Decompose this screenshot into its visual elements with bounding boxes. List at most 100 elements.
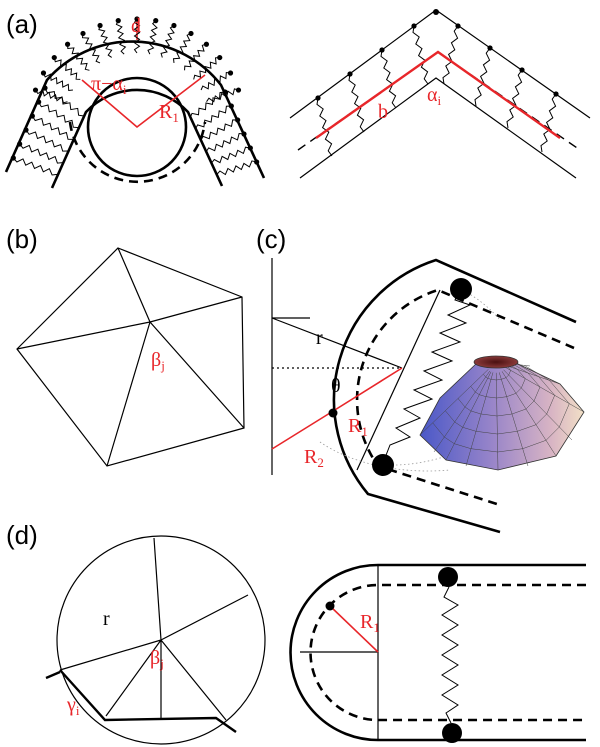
right-leg-spring-5 (216, 160, 257, 176)
right-leg-spring-1 (194, 105, 232, 130)
arc-spring-1-bead (40, 70, 47, 76)
panel-d-spokes (59, 537, 249, 721)
cone-meridian-5 (498, 372, 529, 467)
chain-spring-3-bead (411, 23, 417, 29)
right-leg-spring-2 (200, 119, 238, 141)
chain-spring-0-bead (315, 95, 321, 101)
arc-spring-10 (172, 33, 192, 63)
panel-d-spring (441, 586, 459, 724)
chain-apex-bead (433, 9, 439, 15)
left-leg-spring-4-bead (17, 141, 23, 147)
arc-spring-7 (133, 18, 141, 54)
arc-spring-0-bead (32, 87, 39, 93)
chain-spring-5 (474, 47, 491, 107)
chain-spring-5-bead (487, 45, 493, 51)
arc-spring-7-bead (134, 16, 140, 22)
arc-spring-4-bead (80, 30, 86, 37)
chain-spring-6 (506, 69, 523, 129)
arc-spring-6-bead (115, 18, 121, 24)
chain-spring-4 (442, 25, 459, 85)
panel-c-R2-label: R2 (304, 446, 324, 470)
panel-a-label: (a) (6, 9, 38, 39)
chain-spring-3 (412, 25, 429, 85)
arc-spring-5-bead (97, 22, 103, 29)
panel-c-radius-lines (271, 367, 403, 450)
panel-a-outer-boundary (4, 40, 266, 179)
panel-c-theta-label: θ (331, 375, 341, 397)
panel-a-alpha-label: αi (427, 84, 441, 108)
chain-spring-6-bead (519, 67, 525, 73)
panel-d-gamma-label: γi (66, 694, 80, 718)
arc-spring-13 (200, 71, 231, 91)
cone-meridian-9 (502, 363, 561, 385)
arc-spring-10-bead (188, 30, 194, 37)
panel-a-d-label: d (131, 15, 141, 37)
panel-a-angle-lines (81, 74, 206, 129)
panel-d-outer-boundary (289, 563, 586, 742)
panel-b: (b) βj (6, 224, 245, 467)
panel-a-arc-springs (10, 16, 260, 176)
left-leg-spring-5 (12, 157, 58, 176)
panel-c-label: (c) (256, 224, 286, 254)
right-leg-spring-4-bead (247, 145, 253, 151)
arc-spring-11-bead (203, 41, 210, 47)
right-leg-spring-3-bead (241, 131, 247, 137)
cone-meridian-4 (495, 372, 499, 471)
panel-a-inner-boundary (50, 88, 224, 189)
chain-spring-4-bead (455, 23, 461, 29)
panel-c-r-label: r (316, 327, 323, 349)
panel-c-bead-bottom (372, 454, 394, 476)
arc-spring-12 (193, 57, 220, 80)
right-leg-spring-1-bead (228, 103, 234, 109)
panel-d-beta-label: βj (150, 647, 164, 671)
left-leg-spring-2-bead (29, 113, 35, 119)
panel-a-b-label: b (378, 101, 388, 123)
left-leg-spring-0-bead (42, 85, 48, 91)
arc-spring-5 (98, 25, 113, 58)
panel-c-outer-boundary (332, 258, 577, 534)
left-leg-spring-1 (38, 101, 79, 129)
chain-spring-2 (380, 49, 397, 109)
chain-spring-0 (316, 97, 333, 157)
cone-parallel-1 (483, 362, 511, 381)
arc-spring-14-bead (235, 87, 242, 93)
cone-meridian-6 (501, 371, 557, 457)
panel-d-bead-top (438, 567, 458, 587)
panel-a-angle-label: π−αi (91, 73, 127, 97)
right-leg-spring-0 (189, 91, 226, 119)
panel-d-R1-label: R1 (360, 611, 380, 635)
panel-a-chain-springs (315, 9, 559, 157)
cone-parallel-5 (432, 365, 570, 453)
cone-meridian-8 (504, 366, 585, 413)
left-leg-spring-3-bead (23, 127, 29, 133)
left-leg-spring-0 (44, 87, 85, 117)
panel-c-small-dot (328, 408, 338, 418)
arc-spring-8 (147, 20, 158, 55)
right-leg-spring-5-bead (254, 159, 260, 165)
panel-d-bead-bottom (442, 723, 462, 743)
arc-spring-2 (53, 57, 81, 80)
panel-c-cone-inset (419, 355, 585, 471)
chain-spring-1 (348, 73, 365, 133)
arc-spring-4 (81, 33, 101, 64)
cone-parallel-3 (457, 363, 541, 417)
left-leg-spring-5-bead (10, 155, 16, 161)
panel-a-dashed-arc (68, 121, 207, 183)
chain-spring-7-bead (553, 91, 559, 97)
panel-a-R1-label: R1 (159, 101, 179, 125)
cone-meridian-3 (465, 372, 494, 467)
left-leg-spring-1-bead (36, 99, 42, 105)
panel-b-label: (b) (6, 224, 38, 254)
panel-a-inner-circle (86, 76, 188, 178)
arc-spring-14 (206, 88, 239, 103)
right-leg-spring-3 (205, 132, 245, 153)
arc-spring-13-bead (227, 70, 234, 76)
chain-spring-1-bead (347, 71, 353, 77)
cone-meridian-0 (419, 369, 489, 436)
cone-meridian-1 (433, 370, 491, 453)
panel-c-dashed-boundary (355, 288, 575, 507)
panel-c-spring (382, 289, 472, 464)
panel-a-right-lower-line (299, 77, 577, 179)
arc-spring-6 (115, 20, 127, 55)
left-leg-spring-4 (19, 143, 63, 164)
